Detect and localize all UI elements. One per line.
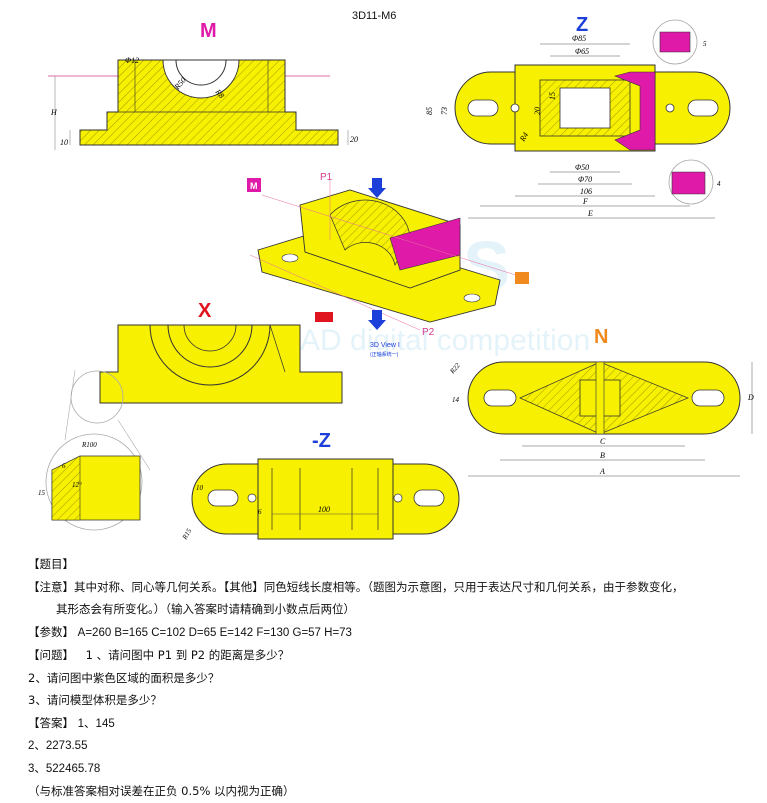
- dim-n-r22: R22: [448, 361, 462, 376]
- answer-3: 3、522465.78: [28, 762, 101, 775]
- cube-m-label: M: [250, 181, 258, 191]
- dim-nz-10: 10: [196, 484, 204, 492]
- watermark-text: AD digital competition: [300, 324, 590, 357]
- dim-z-15: 15: [548, 92, 557, 100]
- dim-detail-12: 12°: [72, 481, 82, 489]
- answer-1: 【答案】 1、145: [28, 712, 758, 736]
- view-x: R100 6 15 12°: [38, 324, 343, 531]
- params-values: A=260 B=165 C=102 D=65 E=142 F=130 G=57 …: [77, 626, 352, 639]
- dim-nz-6: 6: [258, 508, 262, 516]
- dim-m-phi12: Φ12: [125, 56, 139, 65]
- view-3d: P1 P2 M 3D View I (正轴系统一): [247, 172, 529, 358]
- dim-m-20: 20: [350, 135, 358, 144]
- view-m: Φ12 R50 R8 H 10 20: [48, 56, 358, 150]
- tolerance-note: （与标准答案相对误差在正负 0.5% 以内视为正确）: [28, 784, 295, 798]
- view-n: R22 14 C B A D: [448, 361, 754, 477]
- dim-detail-6: 6: [62, 462, 66, 470]
- dim-z-r4: R4: [517, 131, 530, 144]
- arrow-x-icon: [315, 312, 333, 322]
- dim-n-14: 14: [452, 396, 460, 404]
- label-p1: P1: [320, 172, 333, 183]
- dim-nz-r15: R15: [180, 527, 193, 542]
- dim-z-106: 106: [580, 187, 592, 196]
- heading: 【题目】: [28, 557, 74, 571]
- dim-z-phi50: Φ50: [575, 163, 589, 172]
- cube-m-icon: [247, 178, 261, 192]
- answer-label: 【答案】: [28, 715, 74, 730]
- note-line: 【注意】其中对称、同心等几何关系。【其他】同色短线长度相等。（题图为示意图，只用…: [28, 579, 684, 594]
- question-3: 3、请问模型体积是多少？: [28, 693, 162, 707]
- dim-detail-15: 15: [38, 489, 46, 497]
- problem-text: 【题目】 【注意】其中对称、同心等几何关系。【其他】同色短线长度相等。（题图为示…: [28, 553, 758, 803]
- arrow-neg-z-icon: [368, 310, 386, 330]
- arrow-n-icon: [515, 272, 529, 284]
- dim-z-phi65: Φ65: [575, 47, 589, 56]
- view-z: Φ85 Φ65 85 73 20 15 R4 Φ50 Φ70 106 F E 5…: [425, 19, 731, 219]
- view-neg-z: 10 6 100 R15: [180, 458, 460, 542]
- view-label-n: N: [594, 326, 609, 348]
- answer-1-text: 1、145: [77, 717, 115, 730]
- params-line: 【参数】 A=260 B=165 C=102 D=65 E=142 F=130 …: [28, 621, 758, 645]
- dim-z-20: 20: [533, 107, 542, 115]
- label-3d-view-sub: (正轴系统一): [370, 351, 399, 358]
- question-2: 2、请问图中紫色区域的面积是多少？: [28, 670, 220, 685]
- drawing-code: 3D11-M6: [352, 10, 397, 22]
- params-label: 【参数】: [28, 624, 74, 639]
- dim-n-b: B: [600, 451, 605, 460]
- dim-z-f: F: [582, 197, 588, 206]
- view-label-x: X: [198, 300, 212, 322]
- dim-m-10: 10: [60, 138, 68, 147]
- engineering-drawing: CTICS AD digital competition Φ12 R50 R8 …: [38, 10, 754, 542]
- view-label-m: M: [200, 20, 217, 42]
- dim-z-phi85: Φ85: [572, 34, 586, 43]
- question-1: 【问题】 1 、请问图中 P1 到 P2 的距离是多少？: [28, 644, 758, 667]
- dim-nz-100: 100: [318, 505, 330, 514]
- dim-detail-r100: R100: [81, 441, 97, 449]
- dim-n-c: C: [600, 437, 606, 446]
- label-3d-view: 3D View I: [370, 342, 400, 349]
- dim-z-73: 73: [440, 107, 449, 115]
- dim-z-5: 5: [703, 40, 707, 48]
- arrow-z-icon: [368, 178, 386, 198]
- answer-2: 2、2273.55: [28, 740, 88, 752]
- question-label: 【问题】: [28, 648, 74, 662]
- dim-z-phi70: Φ70: [578, 175, 592, 184]
- view-label-z: Z: [576, 14, 589, 36]
- drawing-svg: CTICS AD digital competition Φ12 R50 R8 …: [38, 19, 754, 542]
- dim-z-e: E: [587, 209, 593, 218]
- view-label-neg-z: -Z: [312, 430, 331, 452]
- note-line-2: 其形态会有所变化。）（输入答案时请精确到小数点后两位）: [56, 602, 355, 616]
- dim-z-85: 85: [425, 107, 434, 115]
- label-p2: P2: [422, 327, 435, 338]
- question-1-text: 1 、请问图中 P1 到 P2 的距离是多少？: [85, 648, 290, 662]
- dim-n-d: D: [747, 393, 754, 402]
- dim-n-a: A: [599, 467, 605, 476]
- dim-m-h: H: [50, 108, 58, 117]
- dim-z-4: 4: [717, 180, 721, 188]
